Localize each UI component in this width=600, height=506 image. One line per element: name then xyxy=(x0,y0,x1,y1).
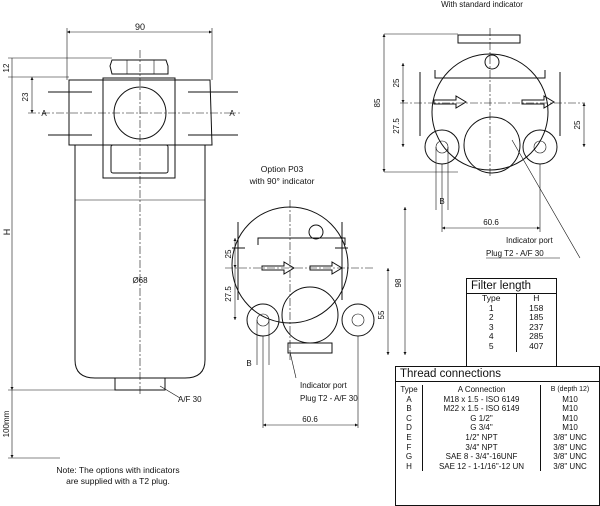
table-row: 4 285 xyxy=(467,332,556,342)
cell: H xyxy=(396,461,423,472)
table-row: 1 158 xyxy=(467,302,556,314)
table-row: 2 185 xyxy=(467,313,556,323)
cell: 3/8" UNC xyxy=(553,442,587,452)
table-row: 3 237 xyxy=(467,321,556,333)
cell: 3/8" UNC xyxy=(553,432,587,442)
cell: 3/8" UNC xyxy=(553,461,587,471)
standard-indicator-view: With standard indicator 85 25 27.5 25 B … xyxy=(373,0,586,259)
col-header: Type xyxy=(396,385,423,395)
note-line: are supplied with a T2 plug. xyxy=(66,476,170,486)
cell: 2 xyxy=(467,313,517,323)
plug-label: Plug T2 - A/F 30 xyxy=(486,249,544,258)
cell: 4 xyxy=(467,332,517,342)
diameter-label: Ø68 xyxy=(132,276,148,285)
cell: SAE 12 - 1-1/16"-12 UN xyxy=(422,461,541,472)
cell: M10 xyxy=(562,413,578,423)
option-title: Option P03 xyxy=(261,164,304,174)
indicator-port-label: Indicator port xyxy=(300,381,347,390)
cell: 285 xyxy=(529,331,544,342)
cell: 158 xyxy=(529,302,544,313)
cell: SAE 8 - 3/4"-16UNF xyxy=(422,452,541,462)
thread-connections-title: Thread connections xyxy=(396,367,599,382)
cell: 1/2" NPT xyxy=(422,432,541,443)
dim-top-label: 12 xyxy=(2,63,11,72)
dim-height: 85 xyxy=(373,98,382,107)
dim-b: 27.5 xyxy=(224,286,233,302)
col-header: Type xyxy=(467,293,517,304)
dim-width: 60.6 xyxy=(302,415,318,424)
col-header: A Connection xyxy=(422,385,541,395)
cell: M10 xyxy=(562,423,578,433)
mark-b: B xyxy=(246,359,251,368)
cell: C xyxy=(396,413,423,424)
cell: M22 x 1.5 - ISO 6149 xyxy=(422,404,541,414)
dim-width-label: 90 xyxy=(135,22,145,32)
plug-label: Plug T2 - A/F 30 xyxy=(300,394,358,403)
cell: 3/8" UNC xyxy=(553,452,587,462)
cell: 237 xyxy=(529,321,544,332)
col-header: H xyxy=(533,293,540,303)
cell: G 1/2" xyxy=(422,413,541,424)
cell: E xyxy=(396,432,423,443)
dim-b: 27.5 xyxy=(392,118,401,134)
cell: 185 xyxy=(529,312,544,323)
cell: B xyxy=(396,404,423,414)
dim-height-label: H xyxy=(2,229,12,236)
section-mark-right: A xyxy=(229,109,235,118)
filter-side-view: 90 A A 12 23 Ø68 A/F 30 H 100mm xyxy=(2,22,240,459)
table-row: 5 407 xyxy=(467,340,556,352)
note-line: Note: The options with indicators xyxy=(56,465,180,475)
cell: M18 x 1.5 - ISO 6149 xyxy=(422,394,541,405)
dim-d: 98 xyxy=(394,278,403,287)
dim-c: 55 xyxy=(377,310,386,319)
option-subtitle: with 90° indicator xyxy=(249,176,315,186)
section-mark-left: A xyxy=(41,109,47,118)
indicator-port-label: Indicator port xyxy=(506,236,553,245)
filter-length-title: Filter length xyxy=(467,279,556,294)
cell: G 3/4" xyxy=(422,423,541,433)
note: Note: The options with indicators are su… xyxy=(38,465,198,487)
cell: 5 xyxy=(467,341,517,352)
hex-label: A/F 30 xyxy=(178,395,202,404)
cell: D xyxy=(396,423,423,433)
cell: F xyxy=(396,442,423,453)
cell: 407 xyxy=(529,340,544,351)
cell: 1 xyxy=(467,303,517,314)
dim-width: 60.6 xyxy=(483,218,499,227)
col-header: B (depth 12) xyxy=(550,386,590,393)
cell: 3/4" NPT xyxy=(422,442,541,453)
cell: A xyxy=(396,394,423,405)
standard-title: With standard indicator xyxy=(441,0,523,9)
cell: M10 xyxy=(562,404,578,414)
cell: M10 xyxy=(562,394,578,404)
dim-a: 25 xyxy=(224,249,233,258)
cell: 3 xyxy=(467,322,517,333)
option-p03-view: Option P03 with 90° indicator 25 27.5 55… xyxy=(224,164,407,428)
dim-clearance-label: 100mm xyxy=(2,410,11,437)
dim-a: 25 xyxy=(392,78,401,87)
dim-port-label: 23 xyxy=(21,92,30,101)
dim-c: 25 xyxy=(573,120,582,129)
cell: G xyxy=(396,452,423,462)
